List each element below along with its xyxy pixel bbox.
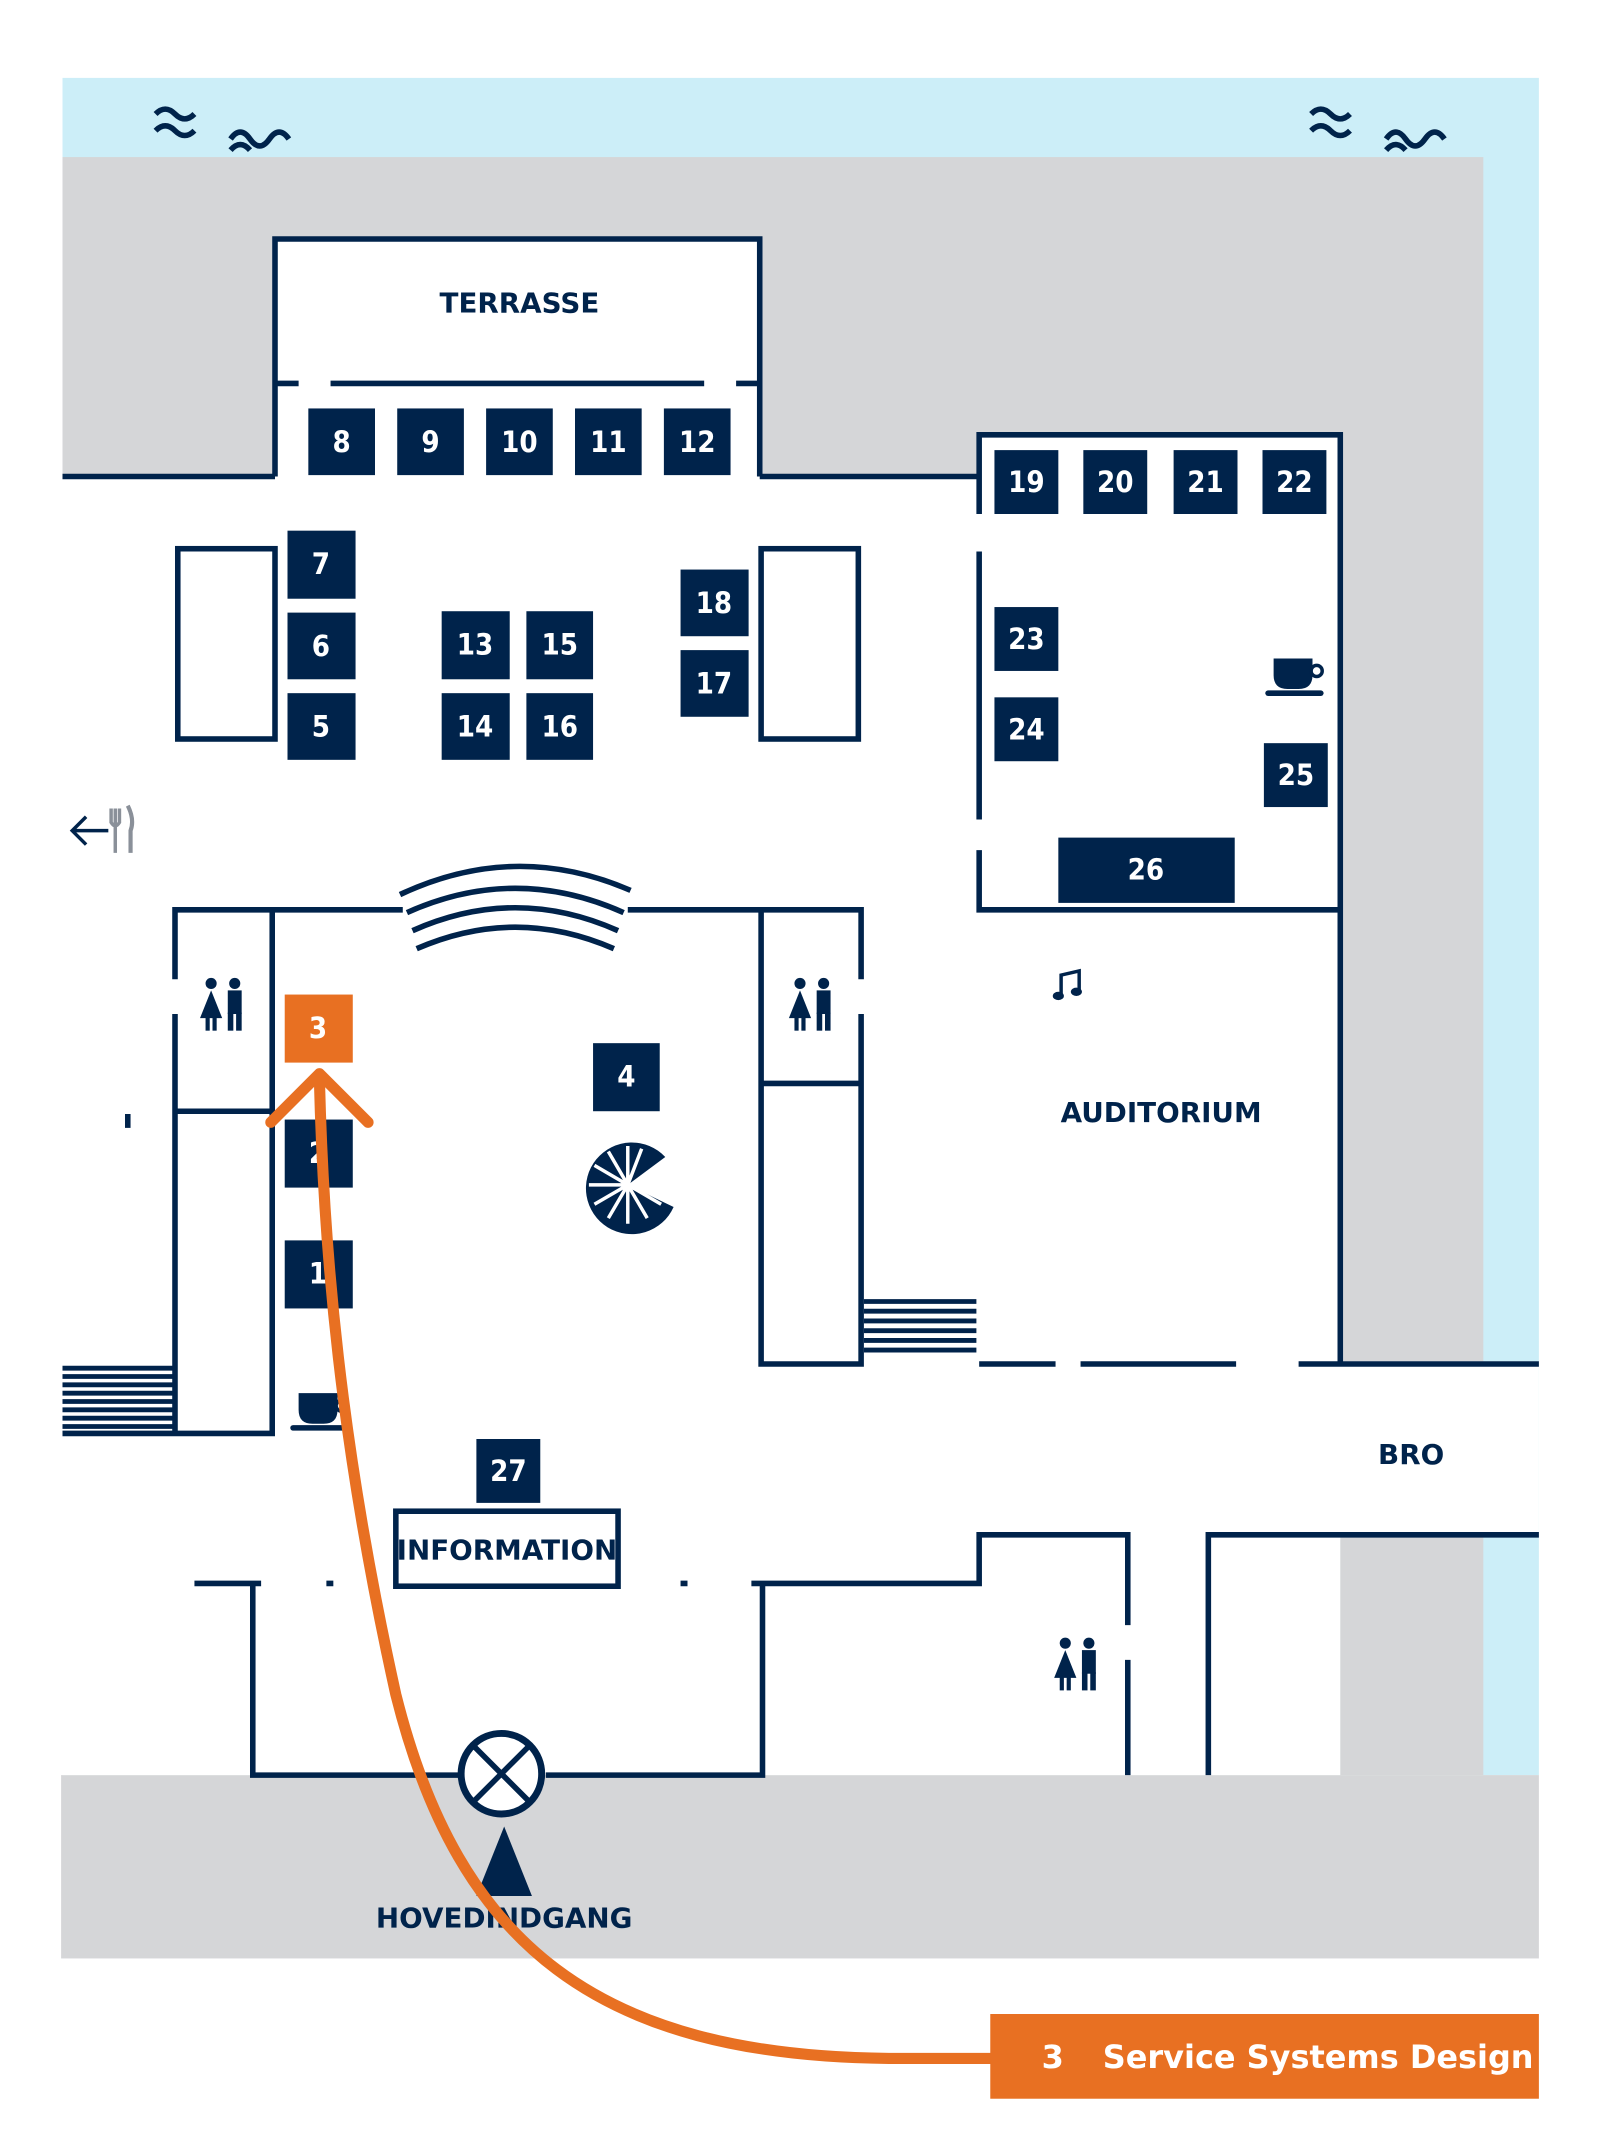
speaker-stage-icon [398,863,632,952]
svg-text:10: 10 [501,425,538,459]
svg-text:19: 19 [1008,465,1045,499]
svg-text:14: 14 [457,710,494,744]
booth-12[interactable]: 12 [663,408,731,476]
information-label: INFORMATION [397,1534,618,1567]
spiral-staircase-icon [585,1142,674,1235]
booth-15[interactable]: 15 [526,611,594,680]
music-note-icon [1052,968,1082,1001]
highlighted-exhibitor-name: Service Systems Design [1103,2038,1534,2076]
svg-text:17: 17 [696,666,733,700]
stairs-icon [62,1299,977,1429]
booth-23[interactable]: 23 [994,607,1059,671]
booth-24[interactable]: 24 [994,697,1059,762]
booth-18[interactable]: 18 [680,569,749,637]
restaurant-arrow-icon[interactable] [69,804,135,853]
svg-text:26: 26 [1128,853,1165,887]
svg-text:20: 20 [1097,465,1134,499]
highlighted-booth-number: 3 [1042,2038,1064,2076]
route-path [265,1068,992,2064]
bridge-label: BRO [1378,1438,1444,1471]
svg-text:13: 13 [457,628,494,662]
auditorium-label: AUDITORIUM [1061,1096,1262,1129]
booth-8[interactable]: 8 [308,408,375,476]
booth-16[interactable]: 16 [526,693,594,760]
svg-text:9: 9 [421,425,439,459]
booth-25[interactable]: 25 [1263,743,1328,808]
booth-22[interactable]: 22 [1262,450,1327,514]
booth-26[interactable]: 26 [1058,837,1235,903]
svg-text:16: 16 [541,710,578,744]
coffee-cup-icon [290,1393,349,1431]
svg-text:3: 3 [309,1011,327,1045]
svg-text:21: 21 [1187,465,1224,499]
booth-21[interactable]: 21 [1173,450,1238,514]
svg-text:22: 22 [1276,465,1313,499]
svg-text:24: 24 [1008,712,1045,746]
booth-13[interactable]: 13 [441,611,510,680]
route-arrowhead-icon [265,1068,374,1128]
booth-7[interactable]: 7 [287,530,356,599]
booth-1[interactable]: 1 [284,1240,353,1309]
svg-text:25: 25 [1278,758,1315,792]
svg-text:5: 5 [312,710,330,744]
booth-19[interactable]: 19 [994,450,1059,514]
toilet-icon [1054,1637,1096,1691]
booth-27[interactable]: 27 [476,1439,541,1503]
toilet-icon [788,977,831,1031]
booth-11[interactable]: 11 [575,408,642,476]
svg-text:12: 12 [679,425,716,459]
svg-text:1: 1 [309,1257,327,1291]
booth-10[interactable]: 10 [486,408,553,476]
svg-text:11: 11 [590,425,627,459]
booth-17[interactable]: 17 [680,650,749,717]
svg-text:8: 8 [333,425,351,459]
coffee-cup-icon [1265,658,1324,696]
terrace-label: TERRASSE [440,286,600,319]
toilet-icon [200,977,242,1031]
booth-3-highlighted[interactable]: 3 [284,994,353,1063]
svg-text:6: 6 [312,629,330,663]
svg-text:7: 7 [312,547,330,581]
booth-9[interactable]: 9 [397,408,464,476]
svg-text:18: 18 [696,586,733,620]
booth-5[interactable]: 5 [287,693,356,760]
booth-6[interactable]: 6 [287,612,356,680]
svg-text:15: 15 [541,628,578,662]
booth-4[interactable]: 4 [593,1043,660,1112]
water-wave-icon [153,106,1447,153]
booth-20[interactable]: 20 [1083,450,1148,514]
information-desk [393,1508,621,1589]
booth-14[interactable]: 14 [441,693,510,760]
highlighted-exhibitor-label[interactable]: 3 Service Systems Design [990,2014,1539,2099]
svg-text:27: 27 [490,1454,527,1488]
entrance-marker-icon [457,1729,546,1896]
svg-text:23: 23 [1008,622,1045,656]
walls [62,236,1539,1778]
svg-text:4: 4 [617,1059,635,1093]
street-area [61,1775,1539,1959]
